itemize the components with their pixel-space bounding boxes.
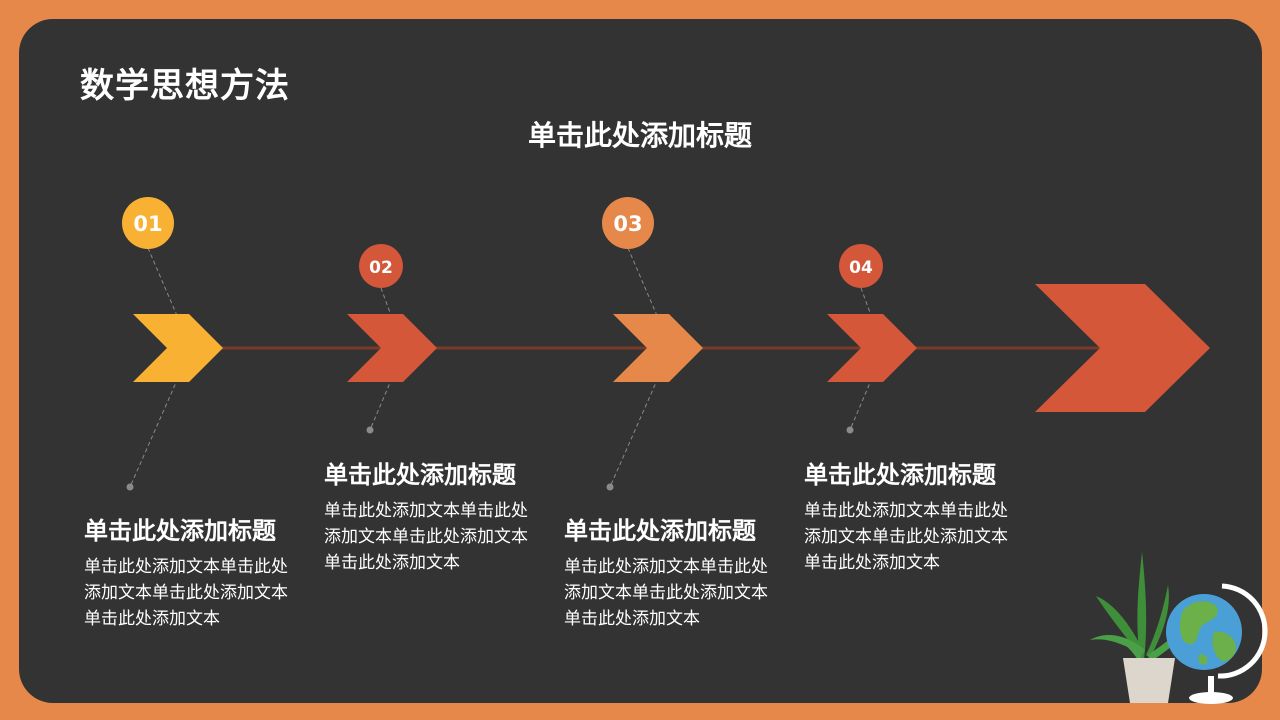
page-title: 数学思想方法 <box>80 66 290 106</box>
step-badge-4: 04 <box>839 244 883 288</box>
leader-line-2-top <box>380 287 393 319</box>
step-number-3: 03 <box>613 212 642 236</box>
leader-dot-1 <box>126 483 134 491</box>
step-title-1: 单击此处添加标题 <box>84 517 276 545</box>
step-body-2: 单击此处添加文本单击此处添加文本单击此处添加文本单击此处添加文本 <box>324 501 528 573</box>
step-number-4: 04 <box>849 258 873 278</box>
step-card-4: 单击此处添加标题 单击此处添加文本单击此处添加文本单击此处添加文本单击此处添加文… <box>804 460 1024 576</box>
step-badge-1: 01 <box>122 197 174 249</box>
step-title-4: 单击此处添加标题 <box>804 461 996 489</box>
step-badge-3: 03 <box>602 197 654 249</box>
chevron-1-icon <box>133 314 223 382</box>
step-card-3: 单击此处添加标题 单击此处添加文本单击此处添加文本单击此处添加文本单击此处添加文… <box>564 516 784 632</box>
step-badge-2: 02 <box>359 244 403 288</box>
step-number-2: 02 <box>369 258 393 278</box>
leader-line-3-bottom <box>609 377 659 488</box>
chevron-4-icon <box>827 314 917 382</box>
leader-line-4-top <box>860 287 873 319</box>
leader-line-4-bottom <box>849 377 873 431</box>
leader-line-3-top <box>627 247 659 319</box>
step-card-2: 单击此处添加标题 单击此处添加文本单击此处添加文本单击此处添加文本单击此处添加文… <box>324 460 544 576</box>
slide-subtitle: 单击此处添加标题 <box>527 119 752 152</box>
step-number-1: 01 <box>133 212 162 236</box>
globe-icon <box>1166 583 1268 704</box>
step-body-3: 单击此处添加文本单击此处添加文本单击此处添加文本单击此处添加文本 <box>564 557 768 629</box>
leader-dot-4 <box>846 426 854 434</box>
chevron-2-icon <box>347 314 437 382</box>
leader-line-1-bottom <box>129 377 179 488</box>
leader-dot-2 <box>366 426 374 434</box>
step-body-4: 单击此处添加文本单击此处添加文本单击此处添加文本单击此处添加文本 <box>804 501 1008 573</box>
chevron-3-icon <box>613 314 703 382</box>
leader-line-1-top <box>147 247 179 319</box>
big-arrow-icon <box>1035 284 1210 412</box>
step-card-1: 单击此处添加标题 单击此处添加文本单击此处添加文本单击此处添加文本单击此处添加文… <box>84 516 304 632</box>
leader-dot-3 <box>606 483 614 491</box>
leader-line-2-bottom <box>369 377 393 431</box>
step-title-3: 单击此处添加标题 <box>564 517 756 545</box>
step-body-1: 单击此处添加文本单击此处添加文本单击此处添加文本单击此处添加文本 <box>84 557 288 629</box>
step-title-2: 单击此处添加标题 <box>324 461 516 489</box>
